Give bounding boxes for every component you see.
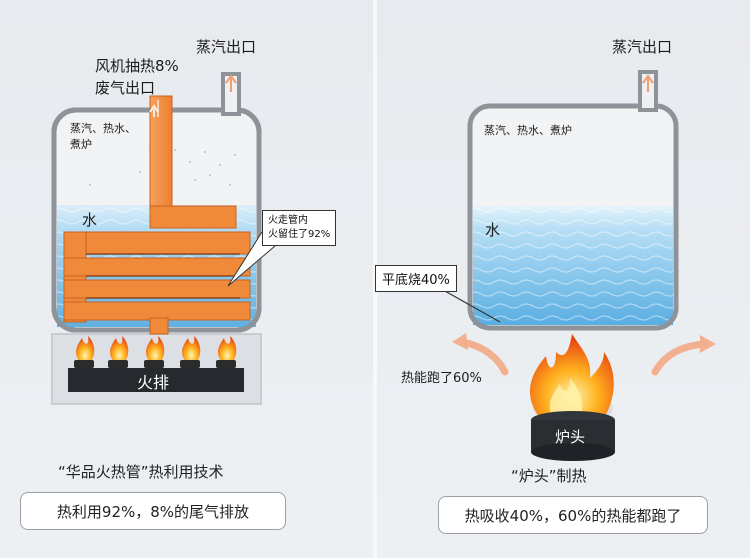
burner-label: 炉头: [555, 428, 586, 446]
left-steam-outlet-label: 蒸汽出口: [196, 38, 257, 56]
right-burner: [529, 334, 615, 461]
right-title: “炉头”制热: [511, 467, 587, 485]
left-title: “华品火热管”热利用技术: [58, 463, 224, 481]
fire-grate: [68, 368, 244, 392]
left-burner-flames: [76, 336, 237, 362]
left-water-label: 水: [82, 211, 98, 229]
flat-bottom-callout: 平底烧40%: [375, 265, 457, 292]
right-tank: [435, 70, 716, 461]
fire-tube-callout-line1: 火走管内: [268, 215, 308, 226]
left-tank-contents-2: 煮炉: [70, 138, 92, 151]
fire-tube-callout-line2: 火留住了92%: [268, 229, 331, 240]
left-summary-box: 热利用92%，8%的尾气排放: [20, 492, 286, 530]
heat-escape-label: 热能跑了60%: [401, 371, 482, 386]
left-tank-contents-1: 蒸汽、热水、: [70, 122, 136, 135]
left-tank: [51, 72, 276, 405]
right-steam-outlet-label: 蒸汽出口: [612, 38, 673, 56]
right-water-label: 水: [485, 221, 501, 239]
fire-grate-label: 火排: [137, 373, 170, 392]
waste-gas-outlet-label: 废气出口: [95, 79, 156, 97]
left-burner-heads: [74, 360, 236, 368]
right-summary-box: 热吸收40%，60%的热能都跑了: [438, 496, 708, 534]
fire-tube-callout: 火走管内 火留住了92%: [262, 210, 337, 246]
fan-exhaust-label: 风机抽热8%: [95, 57, 179, 75]
right-tank-contents: 蒸汽、热水、煮炉: [484, 124, 572, 137]
